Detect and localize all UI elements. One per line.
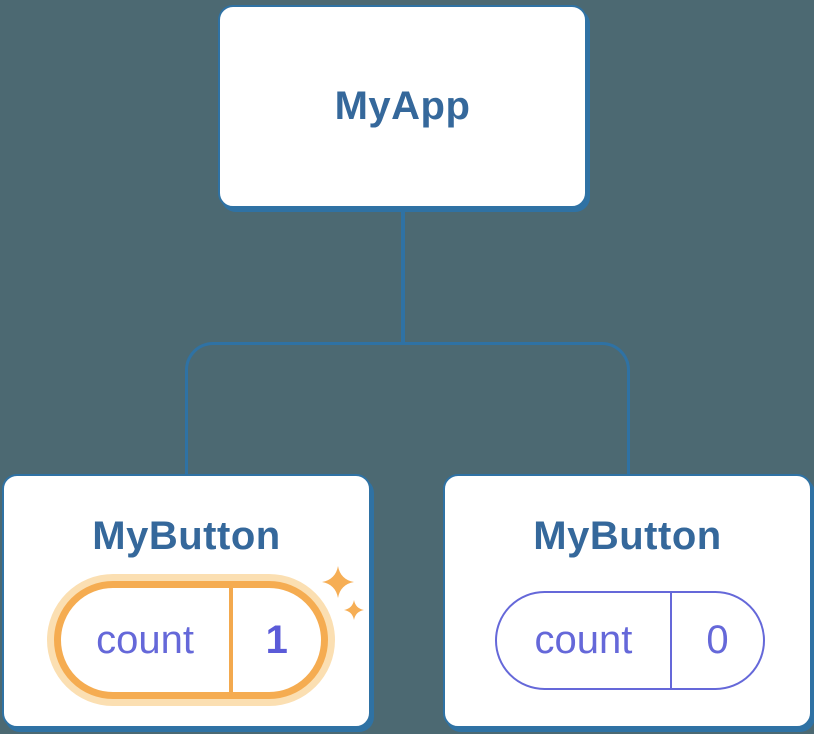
node-mybutton-left: MyButton count 1	[2, 474, 371, 728]
connector-root-stem	[401, 208, 405, 345]
connector-branch	[185, 342, 630, 477]
state-pill-highlighted: count 1	[54, 581, 328, 699]
state-value: 0	[706, 618, 729, 662]
node-myapp-label: MyApp	[334, 84, 471, 128]
state-name: count	[534, 618, 633, 662]
state-name: count	[96, 617, 194, 662]
sparkle-icon	[344, 600, 364, 620]
pill-divider	[229, 588, 233, 692]
node-mybutton-right: MyButton count 0	[443, 474, 812, 728]
node-mybutton-right-label: MyButton	[533, 514, 722, 558]
pill-divider	[669, 593, 672, 688]
sparkle-icon	[322, 566, 354, 598]
state-pill: count 0	[495, 591, 765, 690]
node-mybutton-left-label: MyButton	[92, 514, 281, 558]
state-value: 1	[265, 617, 288, 662]
node-myapp: MyApp	[218, 5, 587, 208]
